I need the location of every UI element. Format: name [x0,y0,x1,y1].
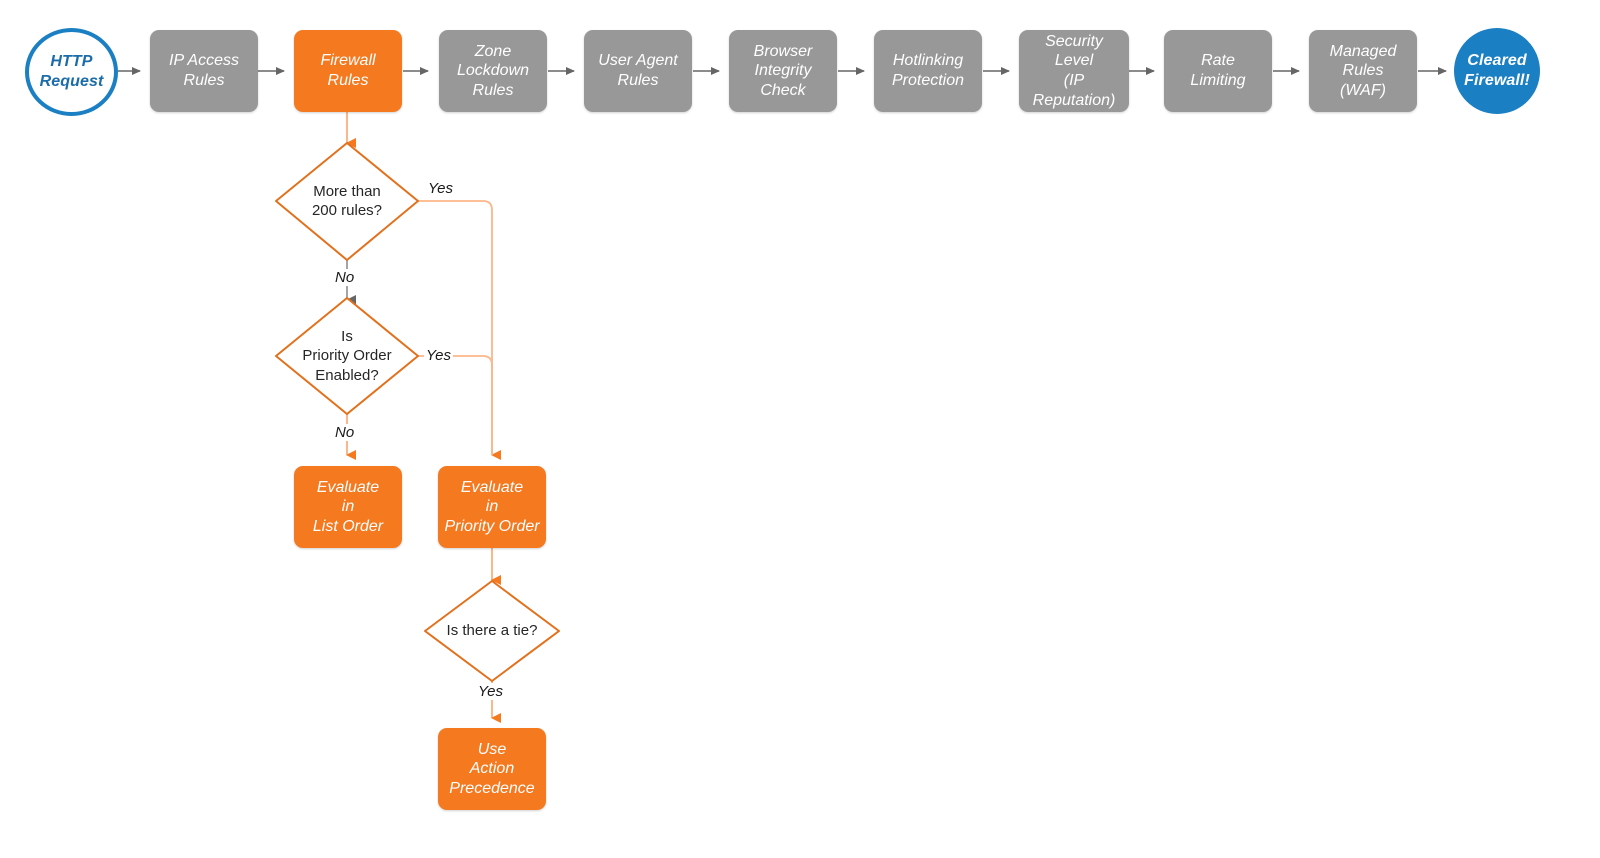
node-hotlinking-protection[interactable]: Hotlinking Protection [874,30,982,112]
node-http-request[interactable]: HTTP Request [25,28,118,116]
node-evaluate-in-list-order[interactable]: Evaluate in List Order [294,466,402,548]
edge-label-yes-priority-order-enabled: Yes [424,347,454,364]
edge-priorityorder-yes [418,355,493,455]
edge-label-yes-more-than-200-rules: Yes [426,180,456,197]
node-security-level[interactable]: Security Level (IP Reputation) [1019,30,1129,112]
decision-is-there-a-tie [424,580,560,682]
decision-label-priority-order-enabled: Is Priority Order Enabled? [302,327,392,384]
node-use-action-precedence[interactable]: Use Action Precedence [438,728,546,810]
edge-label-yes-is-there-a-tie: Yes [476,683,506,700]
node-rate-limiting[interactable]: Rate Limiting [1164,30,1272,112]
decision-priority-order-enabled [275,297,419,415]
node-firewall-rules[interactable]: Firewall Rules [294,30,402,112]
decision-more-than-200-rules [275,142,419,261]
node-user-agent-rules[interactable]: User Agent Rules [584,30,692,112]
node-cleared-firewall[interactable]: Cleared Firewall! [1454,28,1540,114]
decision-label-more-than-200-rules: More than 200 rules? [311,182,383,220]
decision-label-is-there-a-tie: Is there a tie? [446,622,538,640]
node-ip-access-rules[interactable]: IP Access Rules [150,30,258,112]
edge-200rules-yes [418,200,501,460]
edge-label-no-priority-order-enabled: No [333,424,357,441]
node-managed-rules-waf[interactable]: Managed Rules (WAF) [1309,30,1417,112]
node-browser-integrity-check[interactable]: Browser Integrity Check [729,30,837,112]
edge-label-no-more-than-200-rules: No [333,269,357,286]
node-zone-lockdown-rules[interactable]: Zone Lockdown Rules [439,30,547,112]
node-evaluate-in-priority-order[interactable]: Evaluate in Priority Order [438,466,546,548]
